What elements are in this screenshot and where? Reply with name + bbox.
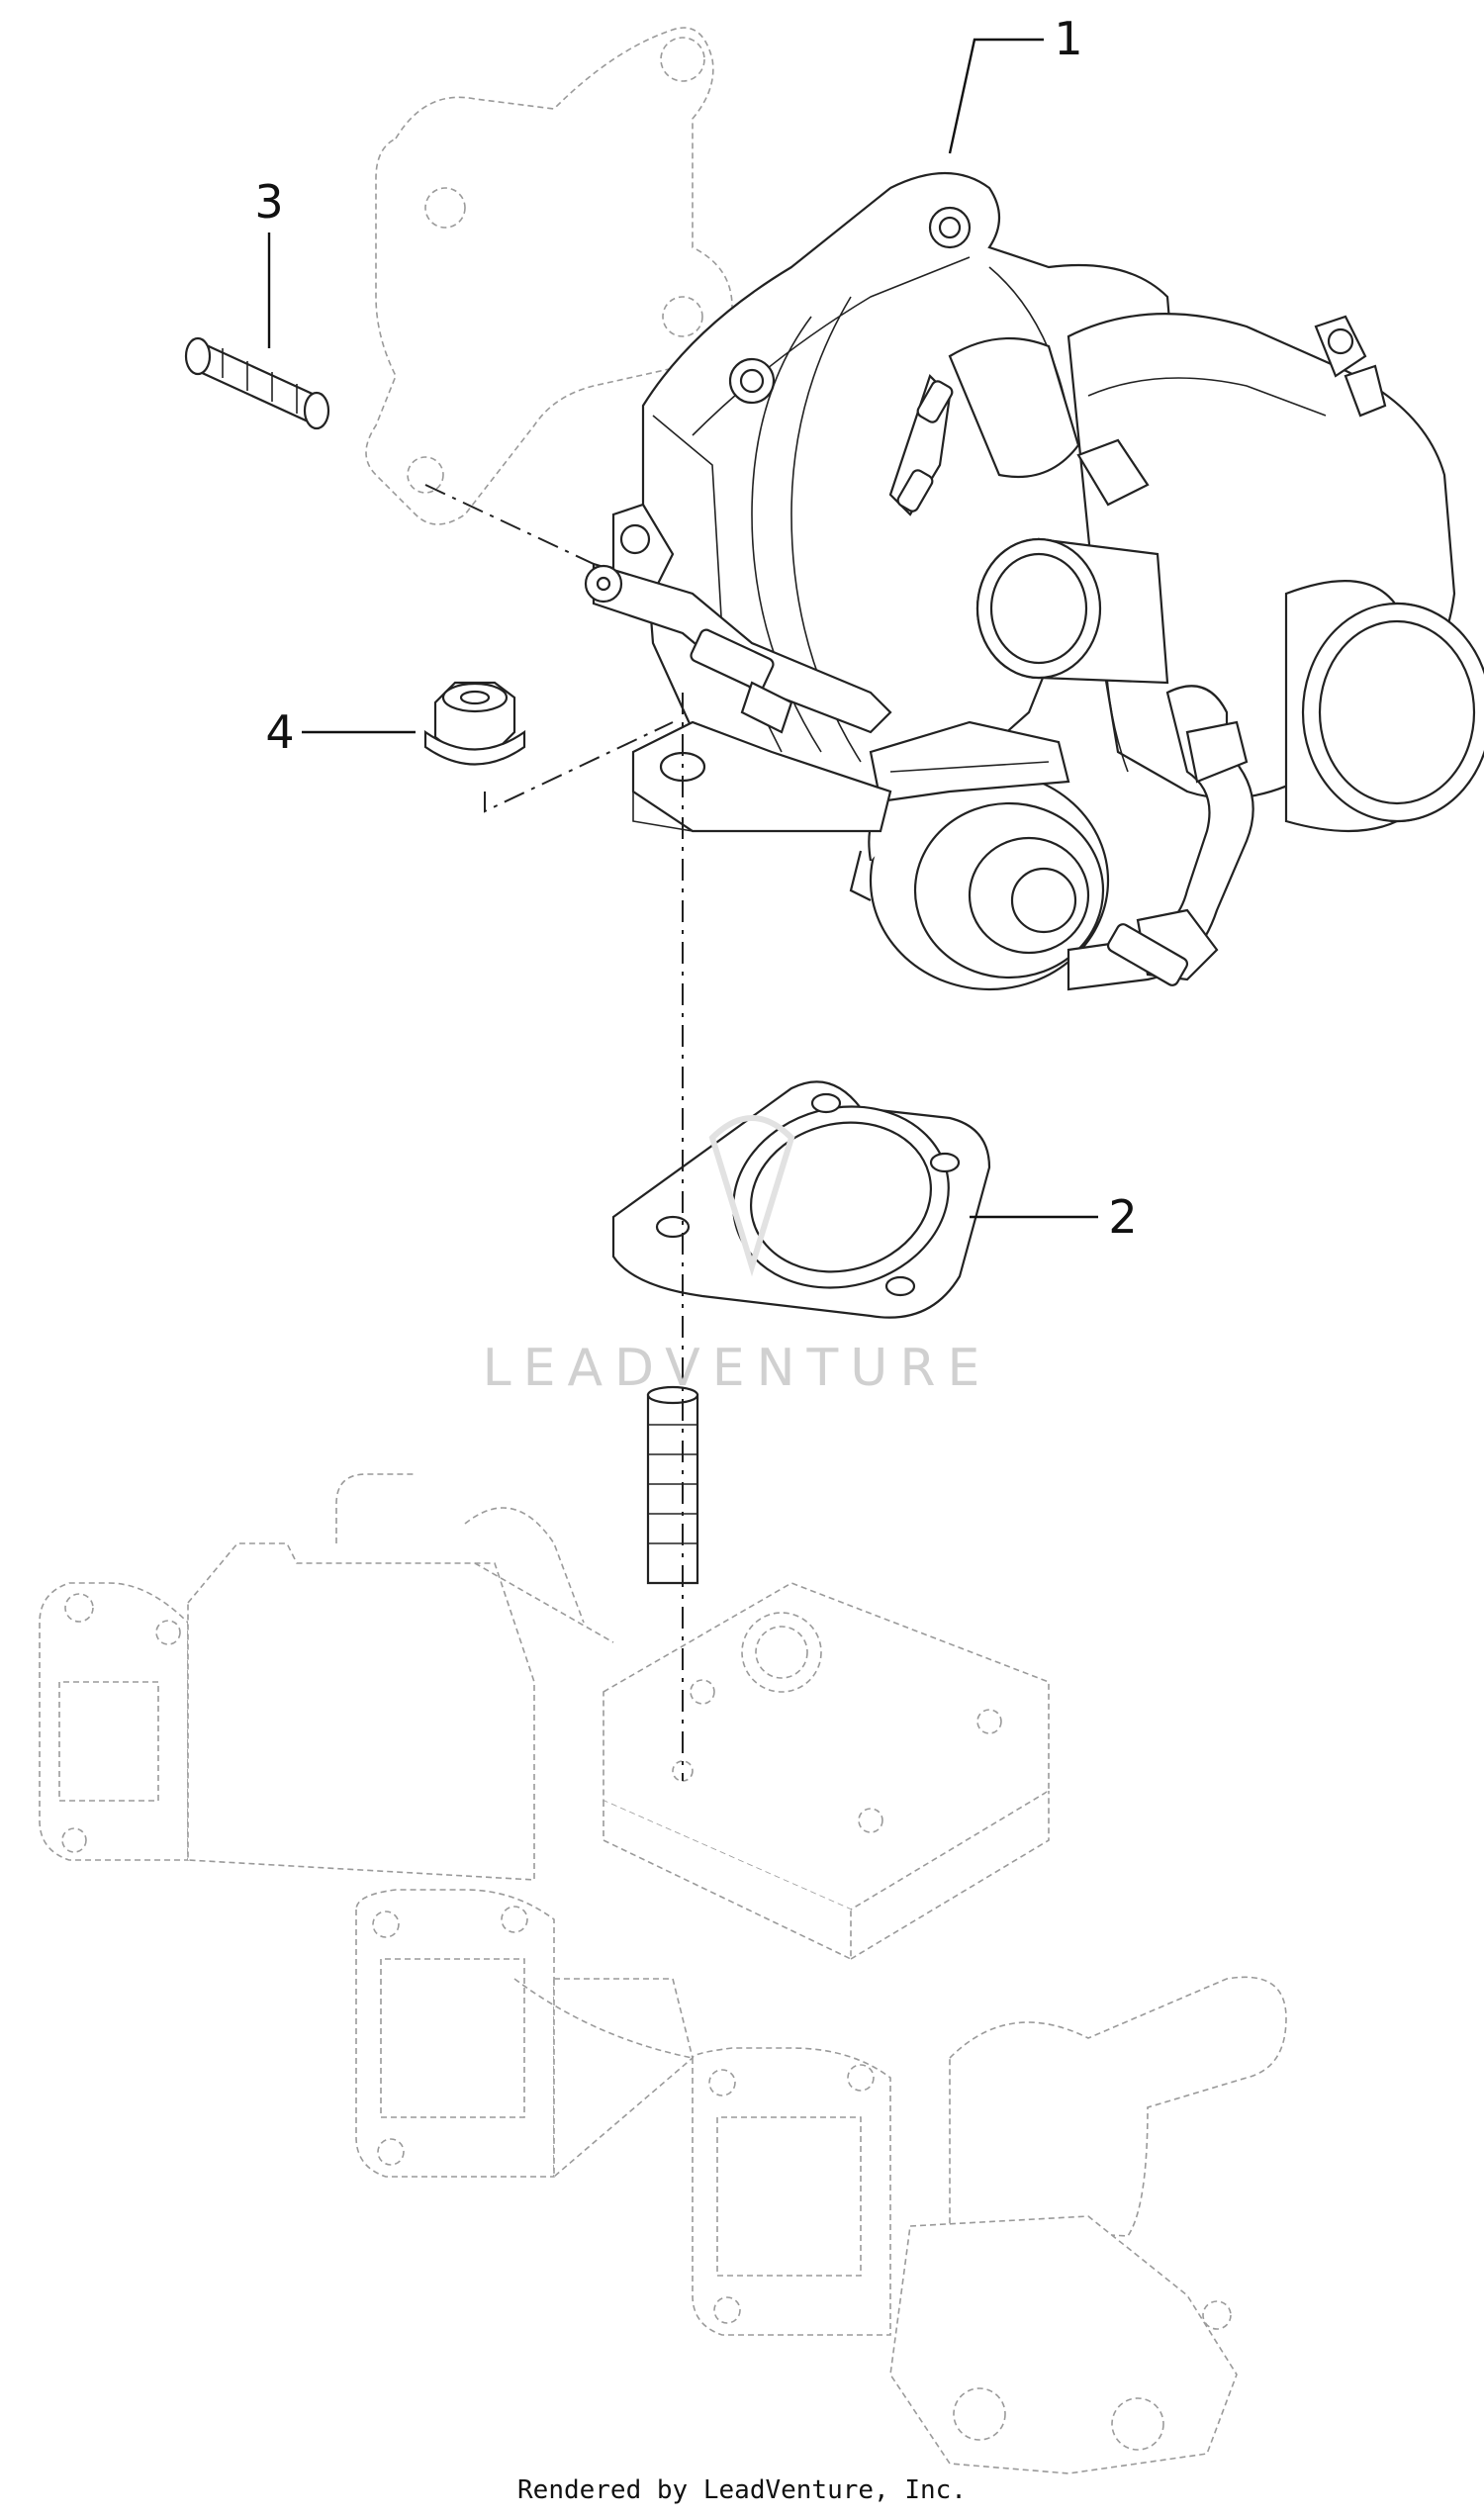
manifold-stud [646, 1385, 699, 1585]
watermark-text: LEADVENTURE [483, 1339, 992, 1398]
callout-1-leader [948, 38, 1044, 154]
callout-1-label: 1 [1054, 12, 1082, 65]
callout-2-label: 2 [1108, 1190, 1137, 1244]
gasket-part[interactable] [611, 1080, 991, 1319]
footer-credit: Rendered by LeadVenture, Inc. [517, 2475, 967, 2505]
turbocharger-part[interactable] [584, 172, 1484, 991]
exhaust-manifold-ghost [39, 1473, 1287, 2474]
nut-part[interactable] [423, 681, 526, 766]
turbo-flange-gasket-ghost [365, 27, 733, 525]
callout-4-label: 4 [265, 705, 294, 759]
callout-leaders [267, 38, 1098, 1219]
watermark: LEADVENTURE [483, 1115, 992, 1398]
assembly-lines [424, 484, 684, 1781]
stud-part[interactable] [184, 336, 330, 430]
callout-3-label: 3 [254, 175, 283, 229]
